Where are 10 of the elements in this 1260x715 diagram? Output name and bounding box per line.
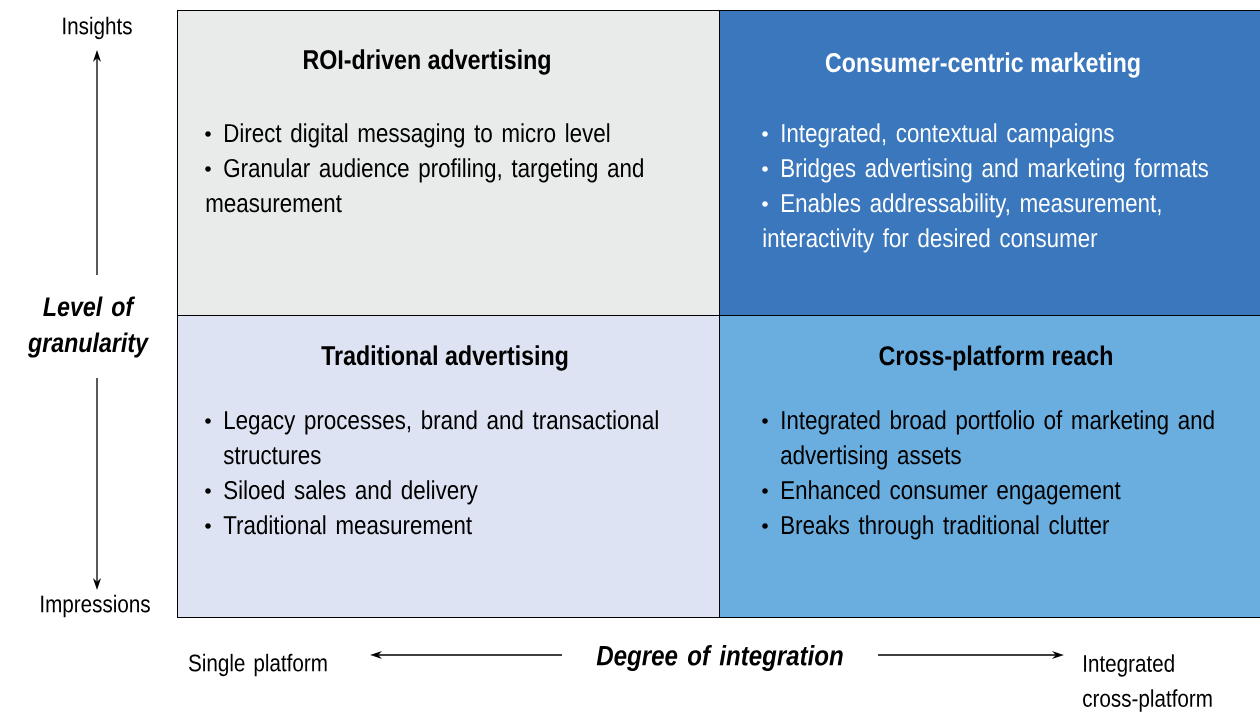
axis-label: Level of granularity: [27, 296, 149, 358]
quadrant-box: Consumer-centric marketing Integrated, contextual campaigns Bridges advertising and marketing formats Enables addressability, measurement, interactivity for desired consumer: [719, 10, 1260, 316]
axis-label: Integrated cross-platform: [1083, 654, 1212, 712]
quadrant-box: Traditional advertising Legacy processes, brand and transactional structures Siloed sales and delivery Traditional measurement: [177, 315, 720, 618]
quadrant-box: Cross-platform reach Integrated broad portfolio of marketing and advertising assets Enhanced consumer engagement Breaks through traditional clutter: [719, 315, 1260, 618]
axis-label: Impressions: [41, 594, 150, 618]
axis-label: Degree of integration: [596, 644, 843, 672]
quadrant-box: ROI-driven advertising Direct digital messaging to micro level Granular audience profiling, targeting and measurement: [177, 10, 720, 316]
axis-label: Single platform: [189, 653, 327, 677]
axis-label: Insights: [63, 16, 132, 40]
